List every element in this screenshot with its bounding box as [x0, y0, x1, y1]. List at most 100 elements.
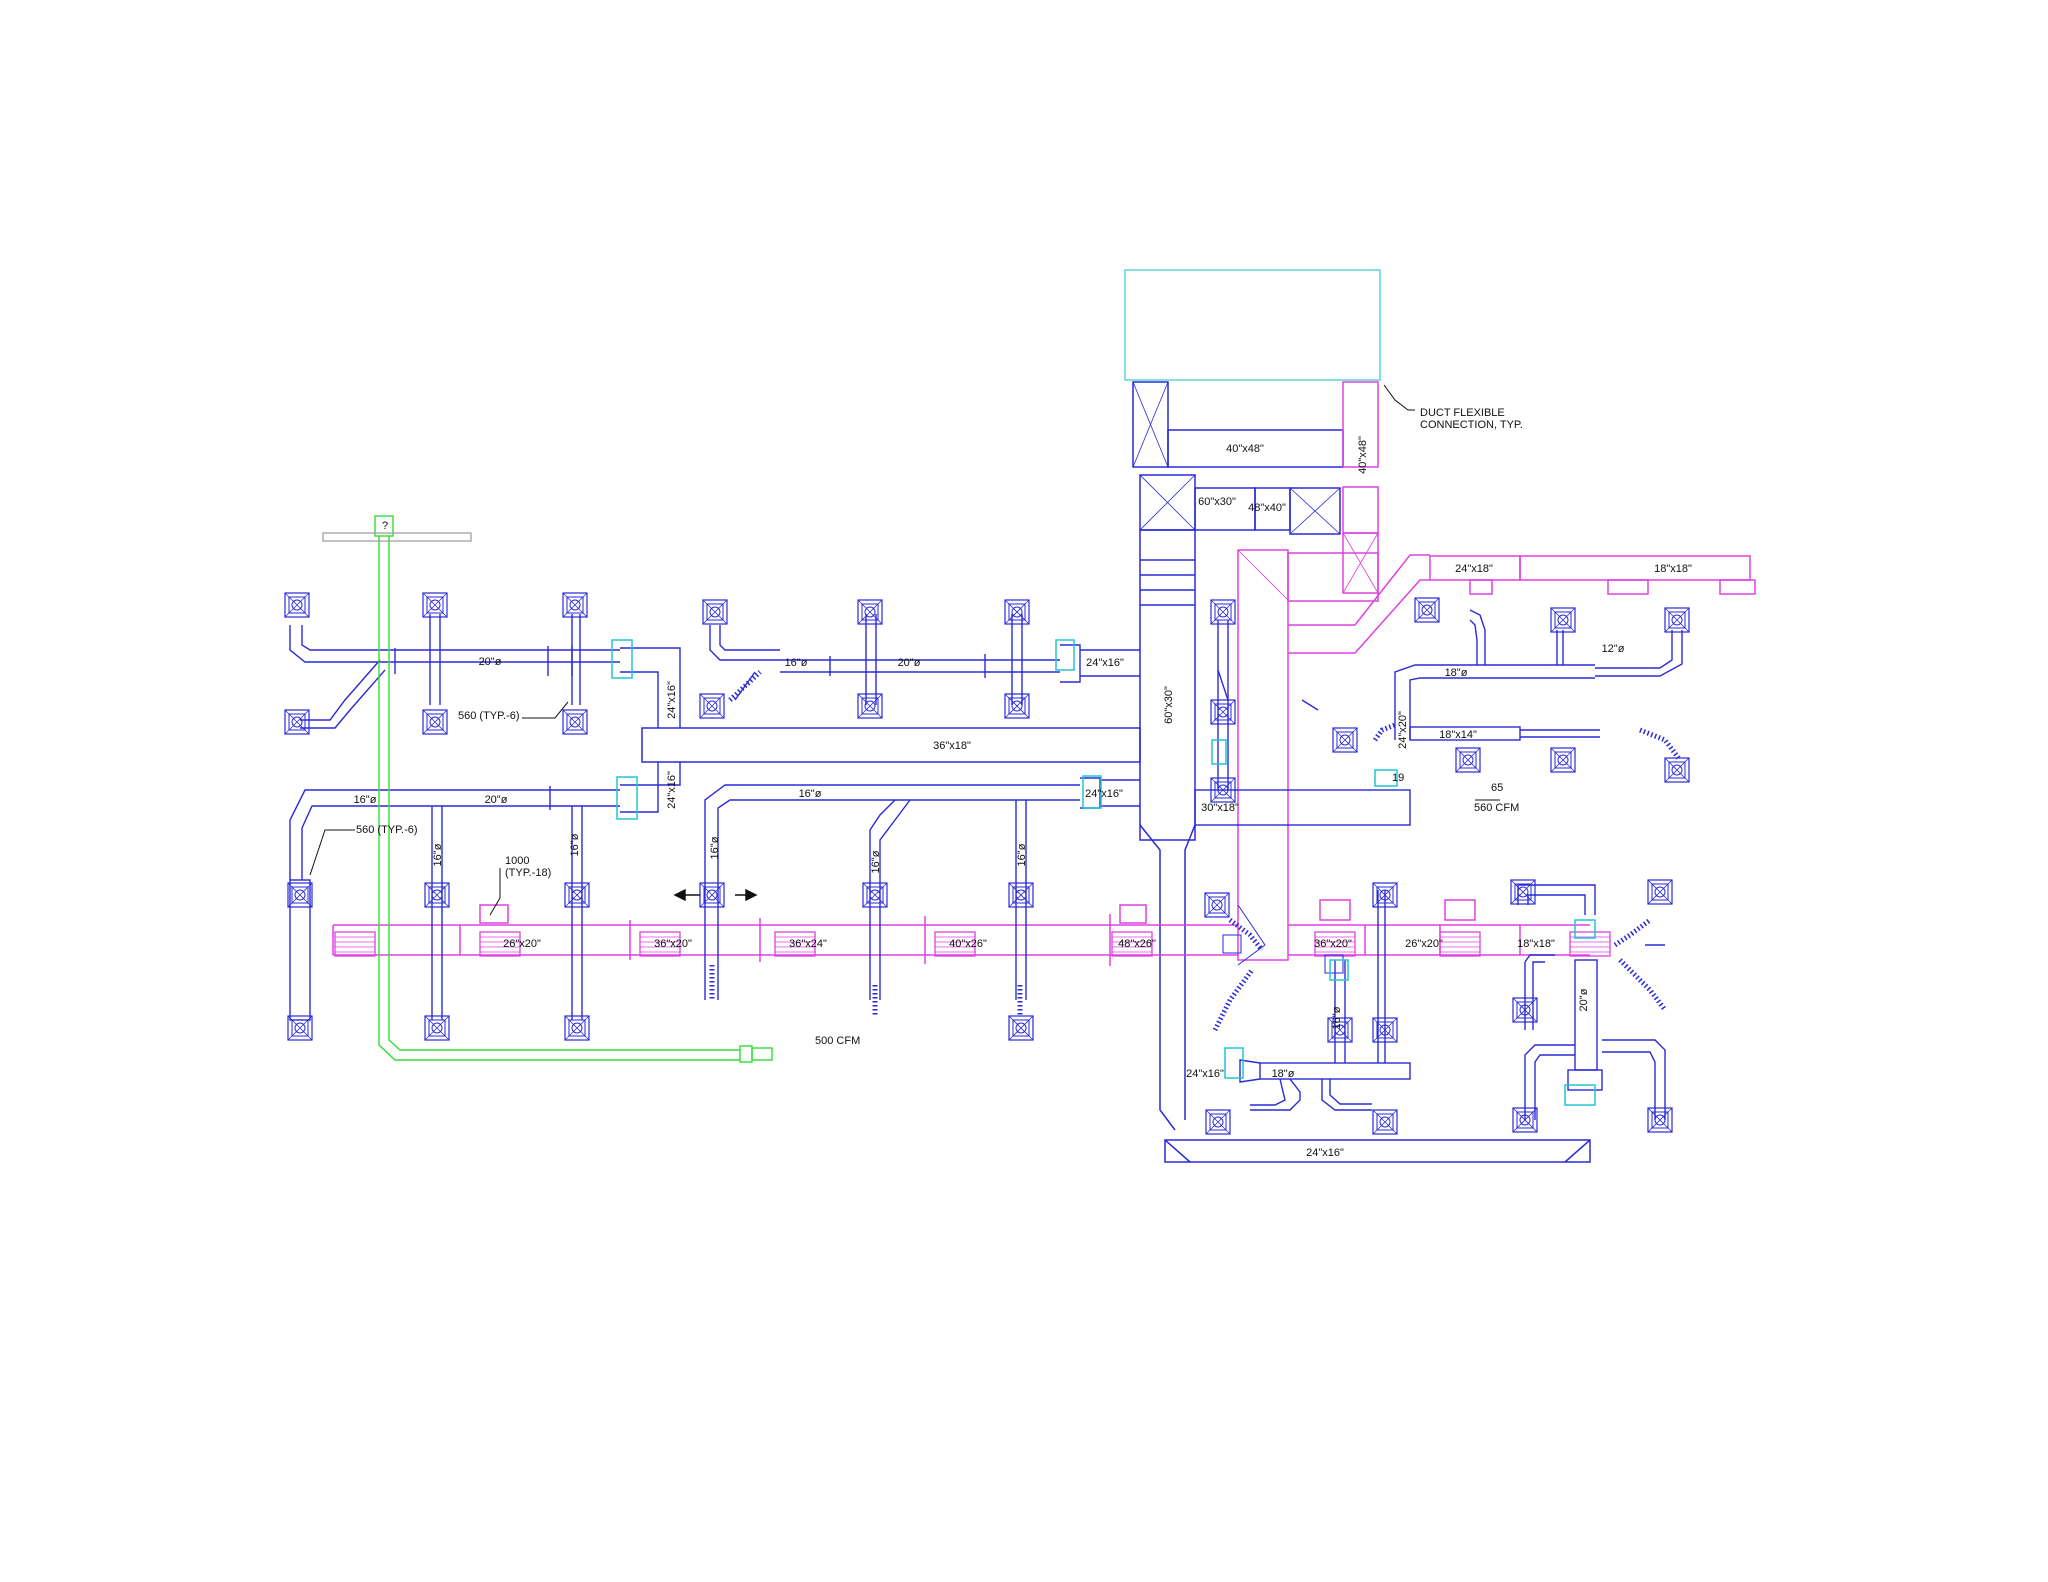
diffuser [1332, 727, 1358, 753]
label-18x18-top: 18"x18" [1654, 563, 1692, 575]
duct-fittings [1222, 904, 1344, 974]
diffuser [1647, 1107, 1673, 1133]
diffuser [1210, 699, 1236, 725]
label-16-dia-v3: 16"ø [709, 836, 721, 859]
diffuser [1008, 882, 1034, 908]
exhaust-duct [374, 515, 773, 1063]
note-cfm-65: 65 [1491, 782, 1503, 794]
label-26x20-right: 26"x20" [1405, 938, 1443, 950]
note-flex-connection-2: CONNECTION, TYP. [1420, 419, 1523, 431]
label-18x18-low: 18"x18" [1517, 938, 1555, 950]
label-16-dia-v6: 16"ø [1331, 1006, 1343, 1029]
label-40x48-v: 40"x48" [1357, 436, 1369, 474]
label-18x14: 18"x14" [1439, 729, 1477, 741]
label-20-dia-left-lower: 20"ø [485, 794, 508, 806]
label-20-dia-left-upper: 20"ø [479, 656, 502, 668]
supply-branch-right-lower [1239, 884, 1666, 1120]
label-36x20-left: 36"x20" [654, 938, 692, 950]
diffuser [1512, 1107, 1538, 1133]
supply-branch-middle-upper [709, 614, 1140, 705]
diffuser [1455, 747, 1481, 773]
diffuser [702, 599, 728, 625]
diffuser [1550, 747, 1576, 773]
label-60x30-v: 60"x30" [1163, 686, 1175, 724]
return-duct-risers [1237, 381, 1756, 961]
diffuser [857, 693, 883, 719]
diffuser [287, 882, 313, 908]
label-24x16-bottom: 24"x16" [1306, 1147, 1344, 1159]
diffuser [1205, 1109, 1231, 1135]
diffuser [564, 882, 590, 908]
diffuser [1004, 599, 1030, 625]
label-16-dia-v1: 16"ø [432, 843, 444, 866]
note-cfm-500: 500 CFM [815, 1035, 860, 1047]
label-20-dia-middle-upper: 20"ø [898, 657, 921, 669]
diffuser [562, 709, 588, 735]
diffuser [422, 592, 448, 618]
label-48x40: 48"x40" [1248, 502, 1286, 514]
supply-diffusers [284, 592, 1690, 1135]
diffuser [1414, 597, 1440, 623]
label-20-dia-v: 20"ø [1578, 988, 1590, 1011]
diffuser [862, 882, 888, 908]
supply-branch-left-upper [289, 614, 681, 729]
return-duct-main-run [332, 899, 1611, 966]
diffuser [1204, 892, 1230, 918]
duct-accessories [611, 639, 1596, 1106]
label-24x16-v2: 24"x16" [666, 771, 678, 809]
diffuser [1664, 757, 1690, 783]
diffuser [1550, 607, 1576, 633]
label-24x16-h2: 24"x16" [1085, 788, 1123, 800]
diffuser [1210, 599, 1236, 625]
notes: DUCT FLEXIBLE CONNECTION, TYP. 560 (TYP.… [356, 407, 1523, 1047]
label-16-dia-v2: 16"ø [569, 833, 581, 856]
label-36x24: 36"x24" [789, 938, 827, 950]
diffuser [1372, 1109, 1398, 1135]
diffuser [857, 599, 883, 625]
flex-ducts [709, 670, 1682, 1032]
diffuser [1372, 1017, 1398, 1043]
diffuser [1210, 777, 1236, 803]
diffuser [287, 1015, 313, 1041]
label-60x30-a: 60"x30" [1198, 496, 1236, 508]
unit-marker: ? [322, 520, 472, 542]
airflow-arrows [673, 888, 758, 902]
label-16-dia-v4: 16"ø [870, 850, 882, 873]
diffuser [699, 882, 725, 908]
note-cfm-560-a: 560 (TYP.-6) [458, 710, 520, 722]
diffuser [1510, 879, 1536, 905]
label-26x20-left: 26"x20" [503, 938, 541, 950]
label-18-dia-right: 18"ø [1445, 667, 1468, 679]
diffuser [1647, 879, 1673, 905]
supply-branch-right-upper [1194, 609, 1683, 826]
diffuser [1512, 997, 1538, 1023]
label-24x16-low: 24"x16" [1186, 1068, 1224, 1080]
diffuser [562, 592, 588, 618]
label-40x48-h: 40"x48" [1226, 443, 1264, 455]
label-18-dia-low: 18"ø [1272, 1068, 1295, 1080]
label-12-dia: 12"ø [1602, 643, 1625, 655]
diffuser [564, 1015, 590, 1041]
label-36x18: 36"x18" [933, 740, 971, 752]
supply-branch-middle-lower [704, 777, 1140, 1000]
svg-text:?: ? [382, 520, 388, 532]
label-24x16-h1: 24"x16" [1086, 657, 1124, 669]
leader-lines [309, 384, 1500, 916]
label-16-dia-middle-upper: 16"ø [785, 657, 808, 669]
supply-main-trunk [1132, 381, 1591, 1163]
label-16-dia-middle-lower: 16"ø [799, 788, 822, 800]
diffuser [1664, 607, 1690, 633]
diffuser [1004, 693, 1030, 719]
note-cfm-560-b: 560 (TYP.-6) [356, 824, 418, 836]
label-40x26: 40"x26" [949, 938, 987, 950]
note-tag-19: 19 [1392, 772, 1404, 784]
label-48x26: 48"x26" [1118, 938, 1156, 950]
label-36x20-right: 36"x20" [1314, 938, 1352, 950]
diffuser [1372, 882, 1398, 908]
label-16-dia-left-lower: 16"ø [354, 794, 377, 806]
note-flex-connection-1: DUCT FLEXIBLE [1420, 407, 1505, 419]
diffuser [284, 592, 310, 618]
diffuser [699, 693, 725, 719]
label-24x18: 24"x18" [1455, 563, 1493, 575]
